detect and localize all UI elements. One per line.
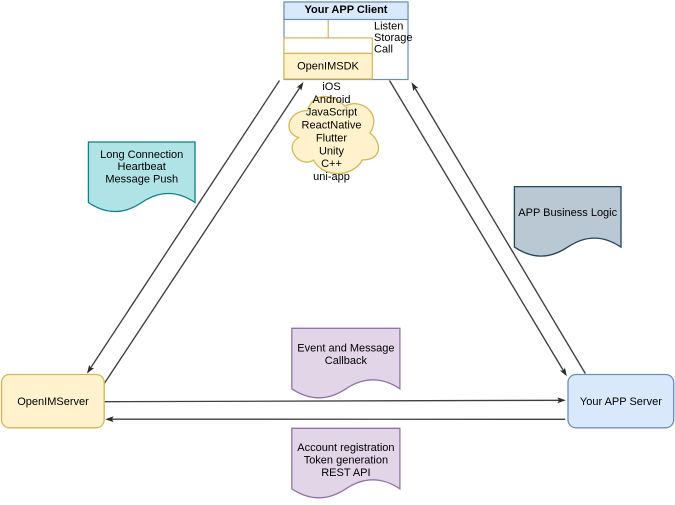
svg-text:Flutter: Flutter <box>316 133 348 145</box>
svg-text:ReactNative: ReactNative <box>302 120 362 132</box>
svg-text:C++: C++ <box>321 158 342 170</box>
svg-text:Event and Message: Event and Message <box>297 343 394 355</box>
svg-text:uni-app: uni-app <box>313 171 350 183</box>
svg-text:Storage: Storage <box>374 32 413 44</box>
svg-text:Listen: Listen <box>374 21 403 33</box>
svg-text:iOS: iOS <box>322 81 340 93</box>
svg-text:Your APP Server: Your APP Server <box>580 396 662 408</box>
svg-text:Message Push: Message Push <box>105 173 178 185</box>
svg-text:Token generation: Token generation <box>304 454 388 466</box>
svg-text:OpenIMSDK: OpenIMSDK <box>297 61 359 73</box>
svg-text:APP Business Logic: APP Business Logic <box>518 207 617 219</box>
svg-text:Android: Android <box>313 94 351 106</box>
svg-text:REST API: REST API <box>321 467 370 479</box>
svg-text:Heartbeat: Heartbeat <box>118 161 166 173</box>
svg-text:Callback: Callback <box>325 355 368 367</box>
svg-text:Account registration: Account registration <box>297 442 394 454</box>
svg-text:Call: Call <box>374 44 393 56</box>
svg-text:OpenIMServer: OpenIMServer <box>17 396 89 408</box>
svg-text:Long Connection: Long Connection <box>100 149 183 161</box>
svg-text:Unity: Unity <box>319 145 345 157</box>
svg-text:JavaScript: JavaScript <box>306 107 357 119</box>
svg-text:Your APP Client: Your APP Client <box>305 4 388 16</box>
